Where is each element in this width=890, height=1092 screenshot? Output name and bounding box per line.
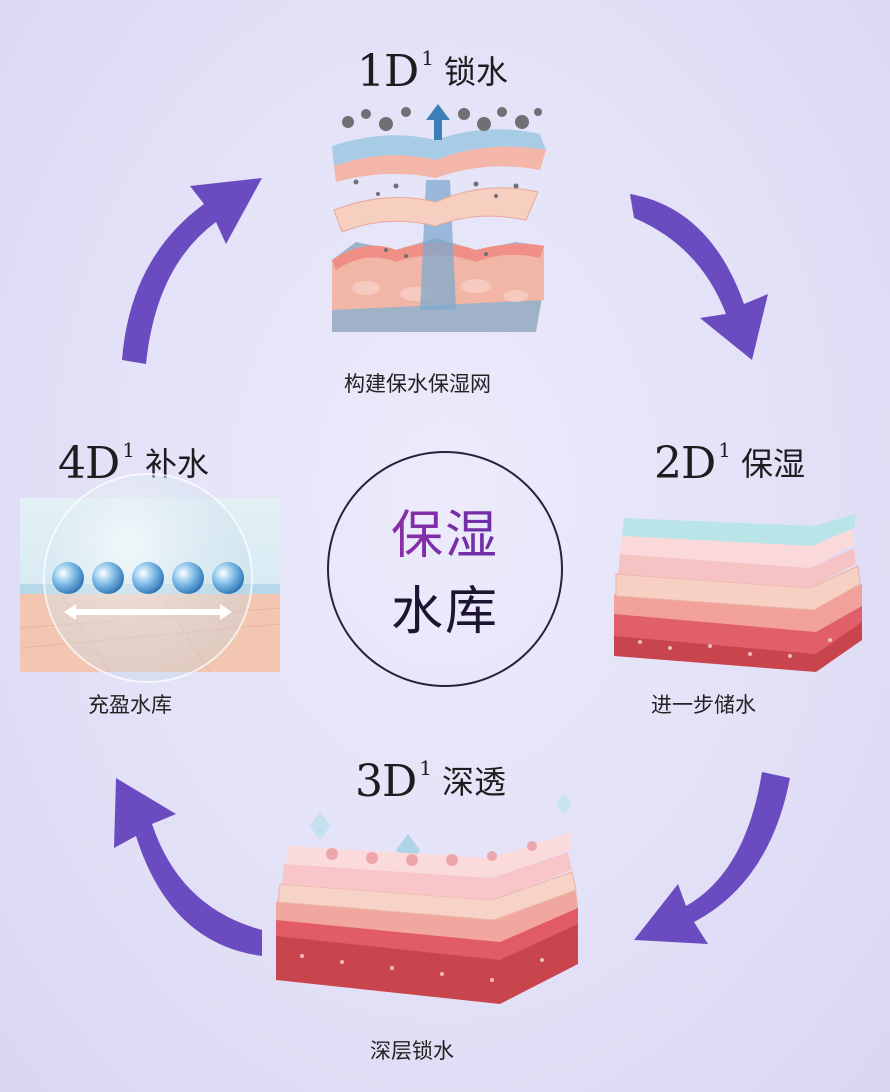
stage-4-caption: 充盈水库 [88,693,172,717]
stage-3-caption: 深层锁水 [370,1039,454,1063]
center-title-line-2: 水库 [390,582,499,642]
stage-3-superscript: 1 [419,756,433,780]
stage-1-superscript: 1 [421,46,435,70]
stage-4-superscript: 1 [122,438,136,462]
stage-2-title: 2D 1 保湿 [654,438,806,489]
arrow-stage3-to-stage4 [114,778,262,956]
stage-1-caption: 构建保水保湿网 [344,372,491,396]
arrow-stage4-to-stage1 [122,178,262,364]
stage-4-number: 4D [58,438,120,489]
stage-3-title: 3D 1 深透 [355,756,507,807]
arrow-stage2-to-stage3 [634,772,790,944]
stage-3-word: 深透 [442,763,507,801]
stage-2-caption: 进一步储水 [651,693,756,717]
center-circle: 保湿 水库 [327,451,563,687]
stage-2-word: 保湿 [741,445,806,483]
stage-1-word: 锁水 [444,53,509,91]
center-title-line-1: 保湿 [329,493,561,568]
stage-3-number: 3D [355,756,417,807]
stage-2-number: 2D [654,438,716,489]
stage-2-superscript: 1 [718,438,732,462]
arrow-stage1-to-stage2 [630,194,768,360]
stage-2-skin-layers-illustration [614,514,862,672]
stage-3-skin-layers-illustration [276,792,578,1004]
stage-1-number: 1D [357,46,419,97]
stage-1-skin-layers-illustration [332,104,546,332]
stage-4-water-sphere-illustration [19,473,281,683]
stage-1-title: 1D 1 锁水 [357,46,509,97]
